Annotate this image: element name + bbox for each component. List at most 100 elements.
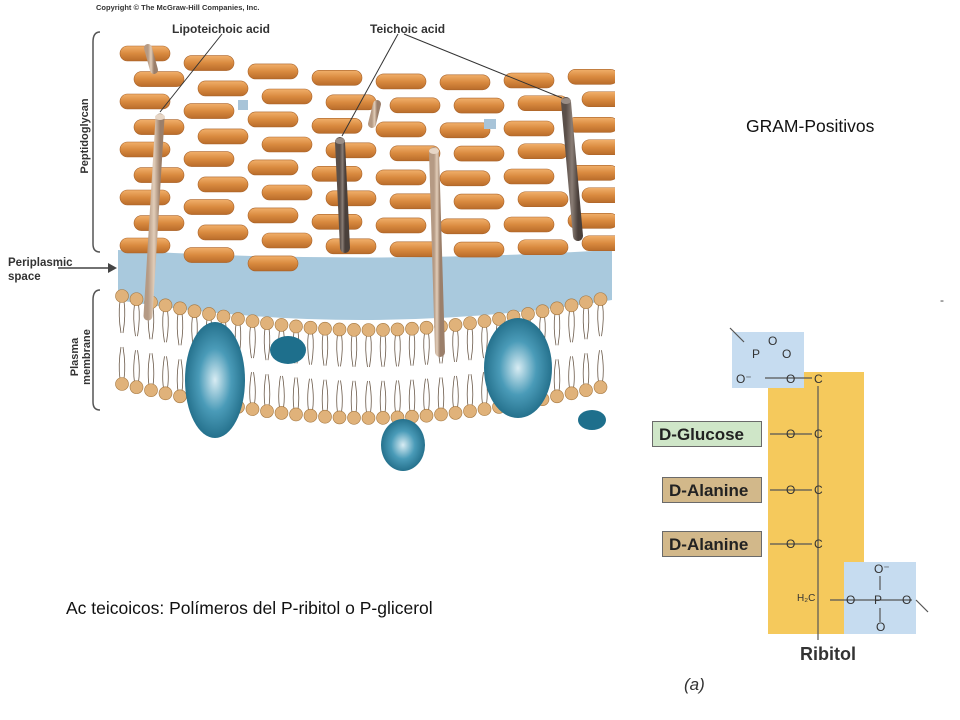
lipid-head: [477, 402, 492, 416]
lipid-tail: [423, 378, 430, 411]
periplasmic-label-line2: space: [8, 271, 41, 283]
glycan-strand-segment: [325, 94, 377, 111]
glycan-strand-segment: [261, 184, 313, 201]
glycan-strand-segment: [119, 189, 171, 206]
lipid-head: [173, 301, 187, 316]
lipid-head: [463, 404, 477, 418]
glycan-strand-segment: [133, 215, 185, 231]
glycan-strand-segment: [325, 238, 377, 255]
lipid-tail: [350, 334, 358, 367]
glucose-substituent: D-Glucose: [652, 421, 762, 447]
glycan-strand-segment: [389, 145, 441, 162]
glycan-strand-segment: [439, 122, 491, 139]
atom-o: O: [782, 347, 792, 361]
glycan-strand-segment: [197, 128, 249, 145]
atom-c: C: [814, 427, 823, 441]
glycan-strand-segment: [503, 216, 555, 233]
glycan-strand-segment: [311, 214, 363, 230]
lipid-head: [318, 321, 332, 336]
glycan-strand-segment: [247, 207, 299, 224]
lipid-tail: [582, 307, 590, 340]
atom-p-bottom: P: [874, 593, 883, 607]
lipid-tail: [263, 328, 271, 361]
glycan-strand-segment: [261, 88, 313, 105]
lipid-tail: [147, 353, 155, 386]
membrane-protein: [185, 322, 245, 438]
lipid-head: [419, 408, 434, 423]
atom-o: O: [786, 537, 796, 551]
atom-o: O: [786, 427, 796, 441]
glycan-strand-segment: [581, 235, 615, 252]
teichoic-acid-label: Teichoic acid: [370, 22, 446, 36]
lipid-head: [129, 292, 144, 306]
peptidoglycan-label: Peptidoglycan: [79, 98, 91, 174]
lipid-head: [347, 323, 361, 337]
ribitol-teichoic-structure: P O⁻ O O O C D-Glucose D-Alanine D-Alani…: [640, 310, 950, 710]
plasma-label-line2: membrane: [81, 329, 93, 385]
lipid-tail: [336, 334, 343, 367]
glycan-strand-segment: [581, 139, 615, 156]
lipid-tail: [350, 380, 358, 413]
teichoic-acid-caption: Ac teicoicos: Polímeros del P-ribitol o …: [66, 598, 433, 618]
gram-positive-title: GRAM-Positivos: [746, 116, 875, 136]
lipid-tail: [365, 380, 372, 414]
lipid-head: [564, 386, 579, 401]
lipid-head: [158, 298, 173, 313]
glycan-strand-segment: [439, 218, 491, 235]
periplasm-arrowhead: [108, 263, 117, 273]
lipid-tail: [568, 310, 575, 343]
lipid-head: [579, 383, 593, 398]
lipid-head: [550, 301, 564, 316]
lipid-head: [274, 318, 289, 332]
glycan-strand-segment: [375, 217, 427, 234]
glycan-strand-segment: [183, 103, 235, 119]
lipid-head: [463, 316, 477, 330]
glycan-strand-segment: [453, 145, 505, 162]
lipid-tail: [466, 374, 474, 407]
atom-o: O: [876, 620, 886, 634]
glycan-strand-segment: [517, 191, 569, 208]
lipid-tail: [133, 350, 140, 383]
atom-o: O: [786, 372, 796, 386]
lipoteichoic-acid-rod: [429, 147, 445, 357]
atom-o: O: [846, 593, 856, 607]
lipid-head: [361, 323, 376, 337]
leader-line: [403, 33, 563, 99]
lipid-tail: [379, 334, 387, 367]
periplasmic-band: [118, 250, 612, 320]
lipid-head: [332, 322, 347, 337]
lipid-head: [245, 402, 260, 416]
lipid-tail: [452, 375, 459, 408]
lipid-tail: [162, 310, 169, 343]
glycan-strand-segment: [453, 241, 505, 258]
lipid-tail: [118, 346, 126, 380]
lipid-head: [390, 322, 405, 337]
lipid-tail: [133, 304, 140, 337]
lipid-tail: [597, 304, 604, 337]
lipid-head: [477, 314, 492, 328]
lipid-tail: [466, 328, 474, 361]
lipid-tail: [394, 334, 401, 367]
teichoic-acid-rod: [368, 100, 381, 128]
glycan-strand-segment: [567, 68, 615, 85]
lipid-head: [216, 309, 231, 324]
lipoteichoic-acid-rod: [143, 113, 165, 321]
plasma-membrane-label: Plasma membrane: [69, 312, 93, 402]
bond: [915, 599, 929, 613]
glycan-strand-segment: [311, 70, 363, 86]
teichoic-acid-rod: [144, 44, 158, 74]
lipid-head: [187, 304, 202, 318]
glycan-strand-segment: [197, 80, 249, 97]
lipid-head: [564, 298, 579, 313]
lipid-tail: [162, 356, 169, 389]
atom-c: C: [814, 483, 823, 497]
glycan-strand-segment: [503, 168, 555, 185]
alanine-substituent: D-Alanine: [662, 531, 762, 557]
lipid-tail: [423, 332, 430, 365]
lipid-head: [593, 380, 608, 394]
lipoteichoic-acid-label: Lipoteichoic acid: [172, 22, 271, 36]
lipid-tail: [292, 377, 300, 410]
glycan-strand-segment: [439, 170, 491, 187]
panel-label: (a): [684, 675, 705, 694]
glycan-strand-segment: [567, 116, 615, 133]
